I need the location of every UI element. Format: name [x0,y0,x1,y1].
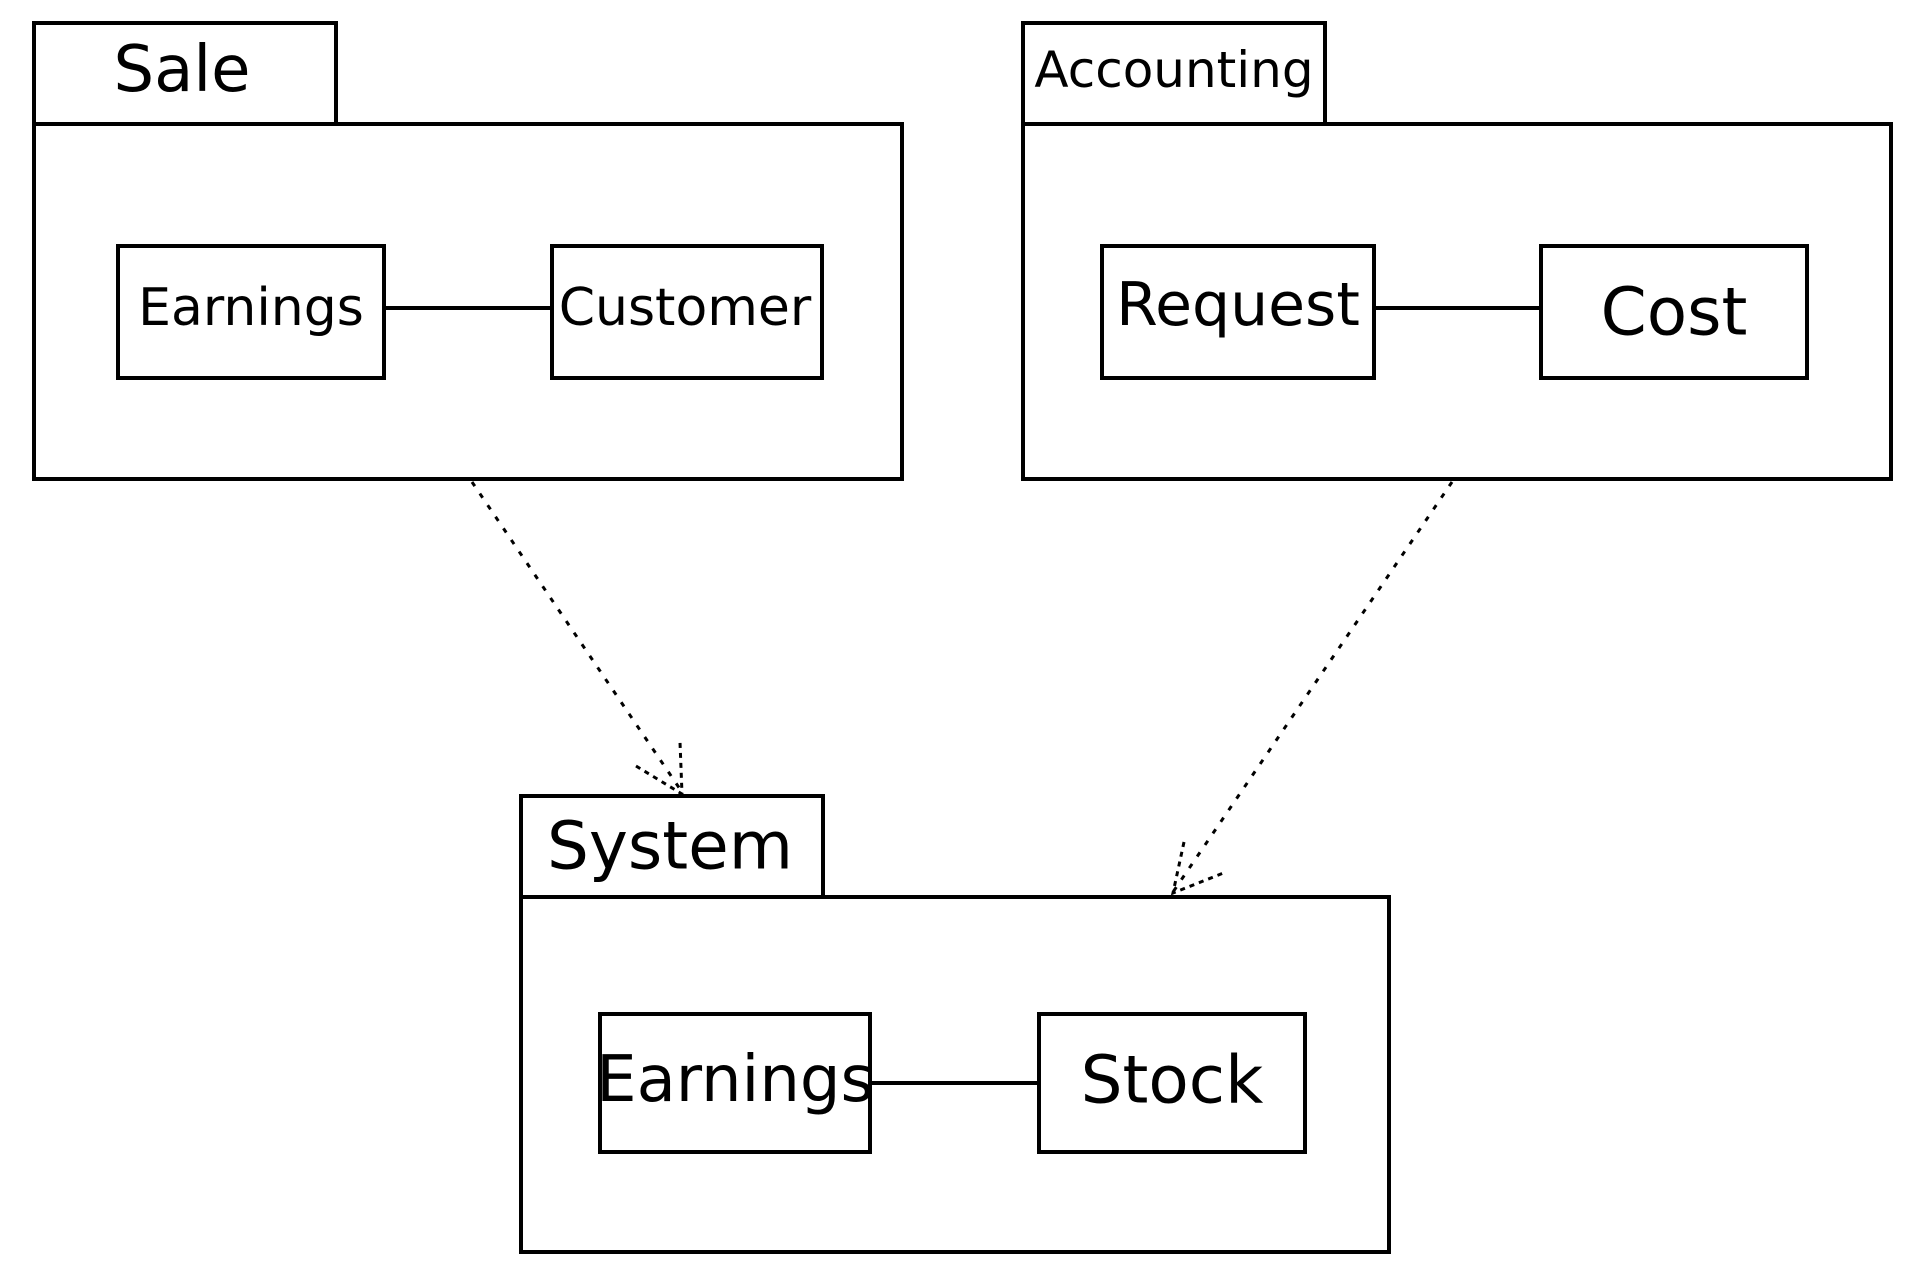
class-earnings-box [116,244,386,380]
class-request-label: Request [1116,270,1360,340]
class-earnings[interactable]: Earnings [116,244,386,380]
class-cost-label: Cost [1601,274,1748,351]
package-sale-tab [32,21,338,127]
class-customer[interactable]: Customer [550,244,824,380]
class-cost[interactable]: Cost [1539,244,1809,380]
class-stock[interactable]: Stock [1037,1012,1307,1154]
dependency-sale-to-system[interactable] [470,481,684,797]
package-accounting[interactable]: Accounting Request Cost [1021,21,1893,481]
dependency-line [470,481,684,793]
dependency-line [1171,481,1454,893]
dependency-accounting-to-system[interactable] [1170,481,1454,896]
class-earnings-label: Earnings [596,1043,874,1117]
package-sale[interactable]: Sale Earnings Customer [32,21,904,481]
class-cost-box [1539,244,1809,380]
class-earnings[interactable]: Earnings [596,1012,874,1154]
arrowhead [635,741,684,797]
package-accounting-tab [1021,21,1327,127]
class-request-box [1100,244,1376,380]
package-sale-name: Sale [114,33,251,107]
class-stock-label: Stock [1081,1042,1264,1119]
class-earnings-label: Earnings [138,278,364,338]
package-accounting-name: Accounting [1034,41,1313,99]
package-system-name: System [547,808,793,885]
arrowhead [1170,841,1227,896]
class-earnings-box [598,1012,872,1154]
class-customer-box [550,244,824,380]
class-request[interactable]: Request [1100,244,1376,380]
class-stock-box [1037,1012,1307,1154]
class-customer-label: Customer [559,278,812,338]
package-system[interactable]: System Earnings Stock [519,794,1391,1254]
